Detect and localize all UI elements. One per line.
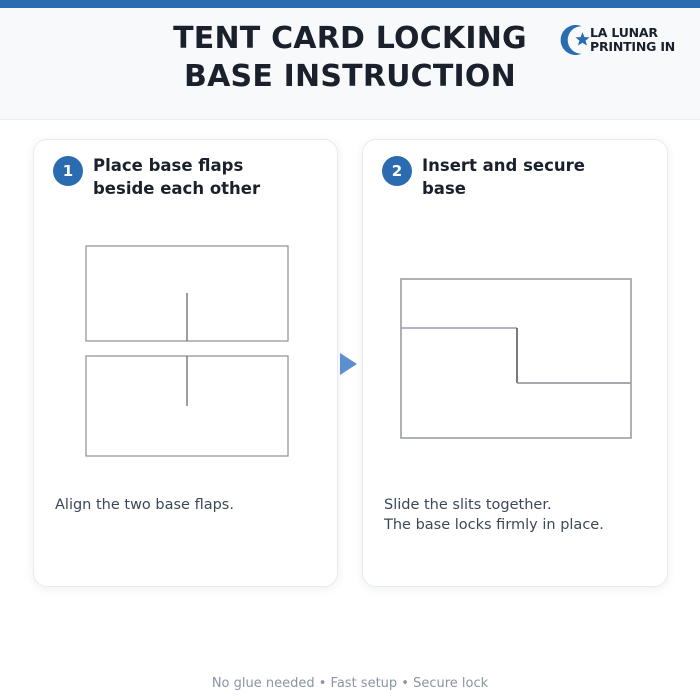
step-1-title: Place base flaps beside each other bbox=[93, 156, 261, 198]
step-2-caption: Slide the slits together. The base locks… bbox=[384, 497, 604, 533]
step-card-1: 1 Place base flaps beside each other Ali… bbox=[33, 139, 338, 587]
top-accent-bar bbox=[0, 0, 700, 8]
brand-name: LA LUNAR PRINTING IN bbox=[590, 25, 676, 54]
step-1-caption: Align the two base flaps. bbox=[55, 497, 234, 513]
triangle-right-icon bbox=[338, 352, 360, 376]
outer-base-outline bbox=[400, 278, 632, 439]
step-1-figure bbox=[34, 236, 337, 616]
step-2-header: 2 Insert and secure base bbox=[382, 154, 653, 201]
step-2-figure bbox=[363, 236, 667, 616]
crescent-moon-star-icon bbox=[556, 22, 592, 58]
step-1-badge: 1 bbox=[53, 156, 83, 186]
footer-note: No glue needed • Fast setup • Secure loc… bbox=[211, 676, 489, 691]
brand-logo: LA LUNAR PRINTING IN bbox=[556, 22, 675, 58]
step-1-header: 1 Place base flaps beside each other bbox=[53, 154, 323, 201]
header-band: TENT CARD LOCKING BASE INSTRUCTION LA LU… bbox=[0, 8, 700, 120]
step-card-2: 2 Insert and secure base Slide the slits… bbox=[362, 139, 668, 587]
step-2-title: Insert and secure base bbox=[422, 156, 585, 198]
step-2-badge: 2 bbox=[382, 156, 412, 186]
page-title: TENT CARD LOCKING BASE INSTRUCTION bbox=[173, 21, 527, 95]
